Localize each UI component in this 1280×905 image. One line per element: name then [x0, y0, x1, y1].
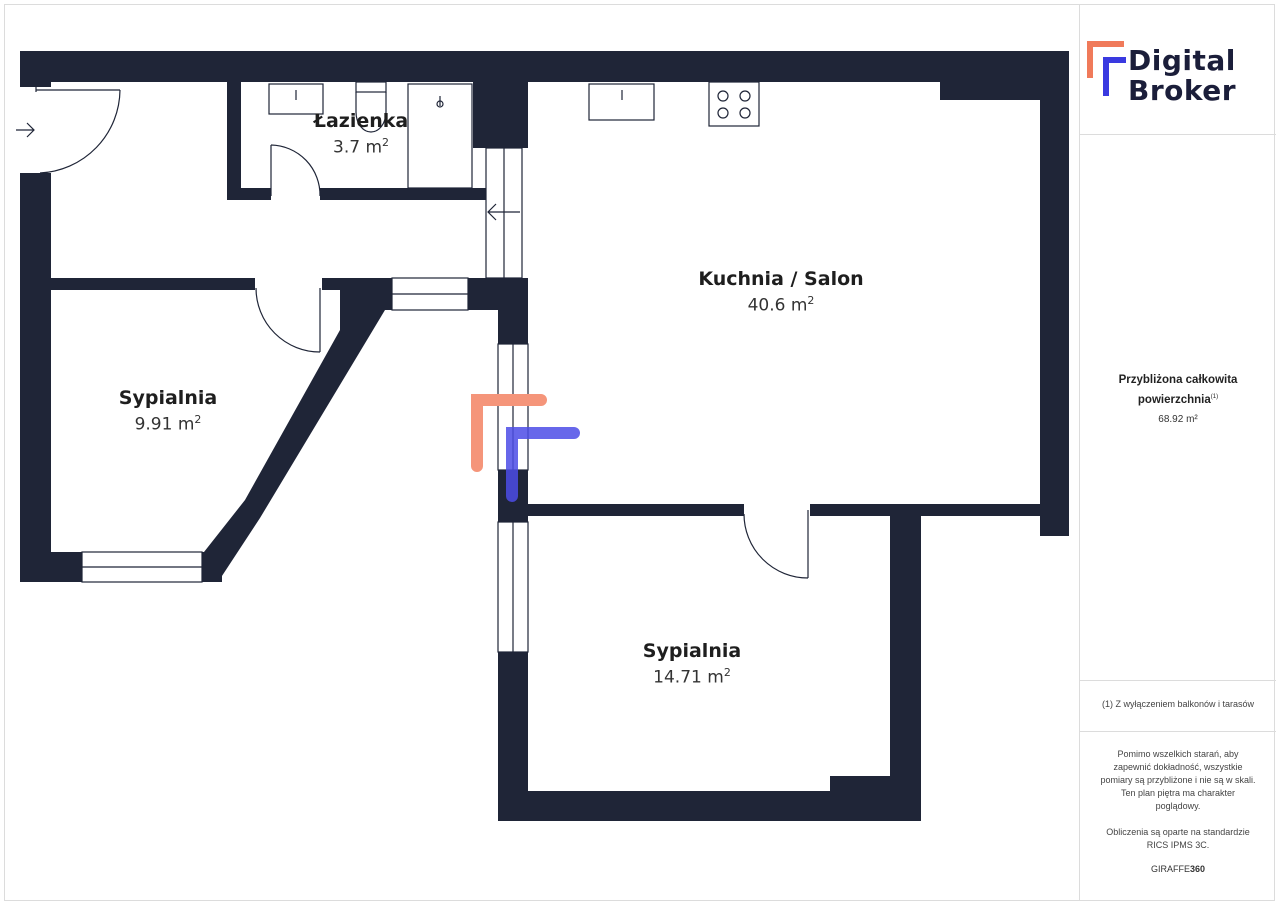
- entrance-arrow-icon: [16, 122, 35, 138]
- total-area-title: Przybliżona całkowita powierzchnia(1): [1118, 374, 1238, 406]
- divider: [1080, 680, 1276, 681]
- wall-right-niche: [940, 82, 1040, 100]
- room-name: Kuchnia / Salon: [698, 268, 864, 290]
- brand-line2: Broker: [1128, 74, 1237, 107]
- page-frame: [4, 4, 1275, 901]
- bathroom-sink-icon: [268, 83, 324, 115]
- bedroom2-door-swing: [743, 513, 809, 579]
- shower-icon: [407, 83, 473, 189]
- divider: [1080, 134, 1276, 135]
- entrance-door-swing: [39, 89, 121, 174]
- room-area: 9.91 m2: [134, 413, 202, 435]
- wall-bath-bottom-a: [227, 188, 271, 200]
- bedroom1-door-swing: [255, 287, 321, 353]
- wall-left: [20, 173, 51, 582]
- room-name: Sypialnia: [642, 640, 742, 662]
- wall-kitchen-bottom-b: [810, 504, 1069, 516]
- total-area-value: 68.92 m²: [1158, 414, 1198, 425]
- giraffe360-credit: GIRAFFE360: [1150, 864, 1206, 874]
- wall-left-top: [20, 51, 51, 87]
- bathroom-door-swing: [270, 144, 321, 197]
- info-sidebar: Digital Broker Przybliżona całkowita pow…: [1079, 4, 1276, 901]
- footnote: (1) Z wyłączeniem balkonów i tarasów: [1101, 699, 1255, 709]
- wall-corridor-bedroom: [51, 278, 255, 290]
- wall-bedroom1-bottom-b: [202, 552, 222, 582]
- stove-icon: [708, 81, 760, 127]
- floor-plan: [16, 51, 1069, 821]
- brand-logo: Digital Broker: [1080, 4, 1276, 134]
- brand-mark-icon: [1087, 41, 1126, 96]
- wall-bath-bottom-b: [320, 188, 486, 200]
- room-kuchnia-salon: Kuchnia / Salon 40.6 m2: [661, 268, 901, 316]
- room-area: 3.7 m2: [333, 136, 389, 158]
- wall-bedroom2-right: [890, 516, 921, 821]
- room-sypialnia-2: Sypialnia 14.71 m2: [622, 640, 762, 688]
- kitchen-sink-icon: [588, 83, 655, 121]
- room-area: 40.6 m2: [747, 294, 815, 316]
- room-area: 14.71 m2: [653, 666, 731, 688]
- room-name: Sypialnia: [118, 387, 218, 409]
- room-lazienka: Łazienka 3.7 m2: [291, 110, 431, 158]
- toilet-icon: [355, 92, 387, 133]
- wall-bath-left: [227, 82, 241, 200]
- calculation-note: Obliczenia są oparte na standardzie RICS…: [1106, 827, 1250, 850]
- watermark-logo-icon: [471, 394, 580, 502]
- room-sypialnia-1: Sypialnia 9.91 m2: [98, 387, 238, 435]
- wall-corridor-bedroom-b: [322, 278, 392, 290]
- wall-bedroom1-bottom-a: [20, 552, 82, 582]
- wall-center-top: [468, 278, 528, 310]
- wall-bath-right: [473, 82, 528, 148]
- wall-kitchen-bottom-a: [528, 504, 744, 516]
- wall-right: [1040, 51, 1069, 536]
- wall-center-mid: [498, 310, 528, 344]
- wall-bedroom2-corner: [830, 776, 890, 791]
- divider: [1080, 731, 1276, 732]
- wall-bedroom2-bottom: [498, 791, 921, 821]
- brand-line1: Digital: [1128, 44, 1236, 77]
- wall-diagonal: [204, 290, 392, 582]
- kitchen-arrow-icon: [487, 203, 520, 221]
- disclaimer: Pomimo wszelkich starań, aby zapewnić do…: [1100, 749, 1256, 811]
- room-name: Łazienka: [313, 110, 409, 132]
- wall-top: [20, 51, 1069, 82]
